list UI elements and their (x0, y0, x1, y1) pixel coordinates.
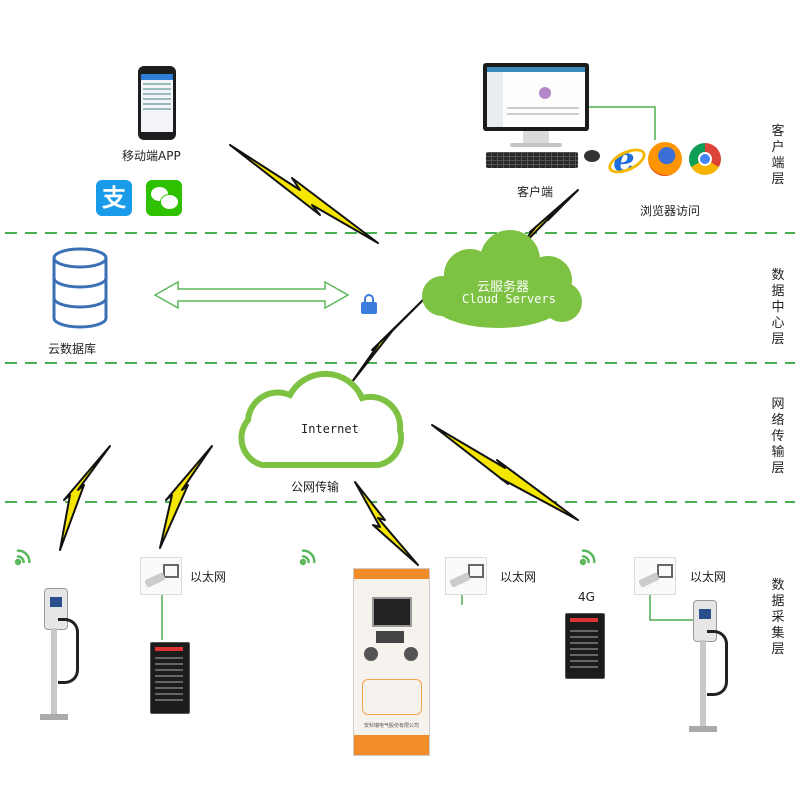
wall-charger-right (565, 613, 605, 679)
wifi-icon (14, 549, 31, 566)
client-monitor (483, 63, 589, 131)
alipay-icon: 支 (96, 180, 132, 216)
ie-icon: e (604, 143, 650, 179)
ethernet-label-3: 以太网 (690, 570, 727, 584)
keyboard (486, 152, 578, 168)
mobile-app-label: 移动端APP (122, 149, 181, 163)
pole-charger-left (36, 588, 86, 723)
public-network-label: 公网传输 (291, 480, 340, 494)
lightning-internet-cabinet (354, 481, 419, 566)
monitor-stand (523, 131, 549, 145)
cloud-server-label-en: Cloud Servers (462, 292, 556, 306)
lightning-internet-charger1 (59, 445, 111, 551)
internet-label: Internet (301, 422, 359, 436)
wifi-icon (299, 549, 316, 566)
lightning-internet-right (431, 424, 579, 521)
wifi-icon (579, 549, 596, 566)
ethernet-port-icon (140, 557, 182, 595)
wall-charger-left (150, 642, 190, 714)
client-label: 客户端 (517, 185, 554, 199)
ethernet-label-1: 以太网 (190, 570, 227, 584)
fourg-label: 4G (578, 590, 595, 604)
company-label: 安科瑞电气股份有限公司 (363, 723, 419, 729)
charging-cabinet: 安科瑞电气股份有限公司 (353, 568, 430, 756)
firefox-icon (648, 142, 682, 176)
layer-label-client: 客户端层 (771, 124, 785, 187)
browser-access-label: 浏览器访问 (640, 204, 701, 218)
lightning-internet-charger2 (159, 445, 213, 549)
ethernet-label-2: 以太网 (500, 570, 537, 584)
layer-label-network: 网络传输层 (771, 397, 785, 476)
pole-charger-right (685, 600, 735, 735)
lock-icon (361, 294, 377, 314)
lightning-mobile-cloud (229, 144, 379, 244)
cloud-server-label-cn: 云服务器 (477, 280, 530, 295)
sync-arrow (153, 280, 350, 310)
layer-label-datacenter: 数据中心层 (771, 268, 785, 347)
mouse (584, 150, 600, 162)
chrome-icon (689, 143, 721, 175)
ethernet-port-icon (634, 557, 676, 595)
layer-label-collection: 数据采集层 (771, 578, 785, 657)
mobile-phone (138, 66, 176, 140)
wechat-icon (146, 180, 182, 216)
ethernet-port-icon (445, 557, 487, 595)
cloud-db-label: 云数据库 (48, 342, 97, 356)
